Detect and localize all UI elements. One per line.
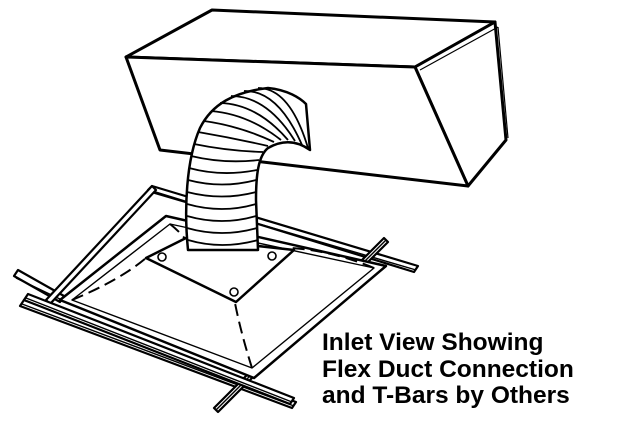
fold-lines (71, 223, 375, 369)
rectangular-duct (124, 8, 509, 188)
flex-duct (184, 86, 312, 252)
caption-line-3: and T-Bars by Others (322, 382, 570, 409)
t-bar-front (22, 292, 296, 406)
diagram-caption: Inlet View Showing Flex Duct Connection … (322, 329, 640, 410)
caption-line-2: Flex Duct Connection (322, 355, 574, 383)
caption-line-1: Inlet View Showing (322, 329, 544, 356)
